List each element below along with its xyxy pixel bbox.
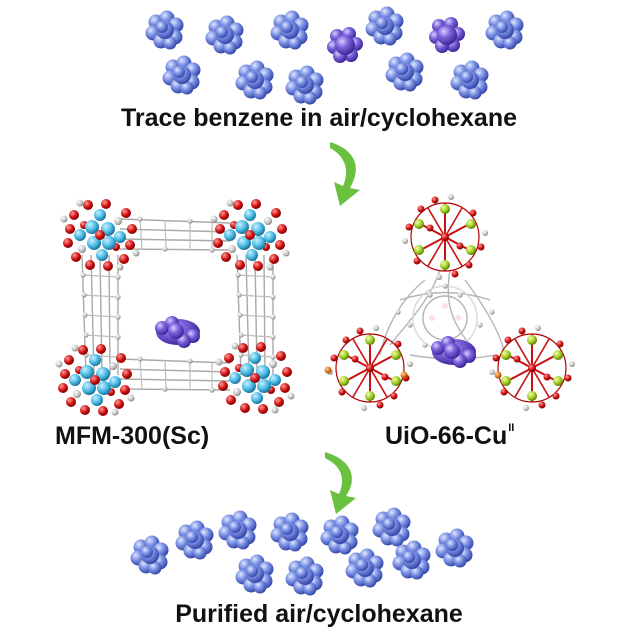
cyclohexane-molecule-icon (162, 55, 201, 95)
uio-66-label-superscript: II (508, 421, 515, 434)
copper-site (400, 371, 408, 379)
scandium-cluster-node (210, 199, 290, 271)
cyclohexane-molecule-icon (385, 52, 424, 92)
cyclohexane-molecule-icon (320, 515, 359, 555)
cyclohexane-molecule-icon (145, 10, 184, 50)
uio-66-label: UiO-66-CuII (385, 422, 514, 451)
zirconium-cluster-node (488, 324, 576, 412)
cyclohexane-molecule-icon (485, 10, 524, 50)
cyclohexane-molecule-icon (235, 554, 274, 594)
zirconium-cluster-node (326, 324, 414, 412)
scandium-cluster-node (215, 342, 295, 414)
mfm-300-label: MFM-300(Sc) (55, 422, 210, 450)
cyclohexane-molecule-icon (218, 510, 257, 550)
curved-arrow-icon (325, 452, 356, 514)
zirconium-cluster-node (401, 193, 489, 281)
cyclohexane-molecule-icon (205, 15, 244, 55)
copper-site (494, 371, 502, 379)
cyclohexane-molecule-icon (365, 6, 404, 46)
cyclohexane-molecule-icon (450, 60, 489, 100)
cyclohexane-molecule-icon (175, 520, 214, 560)
uio-66-label-base: UiO-66-Cu (385, 422, 508, 450)
cyclohexane-molecule-icon (392, 540, 431, 580)
benzene-molecule-icon (431, 336, 476, 368)
cyclohexane-molecule-icon (270, 512, 309, 552)
bottom-molecule-cluster (130, 507, 474, 596)
benzene-molecule-icon (429, 17, 465, 53)
cyclohexane-molecule-icon (372, 507, 411, 547)
cyclohexane-molecule-icon (285, 556, 324, 596)
cyclohexane-molecule-icon (235, 60, 274, 100)
curved-arrow-icon (330, 142, 360, 206)
cyclohexane-molecule-icon (285, 65, 324, 105)
cyclohexane-molecule-icon (345, 548, 384, 588)
scandium-cluster-node (60, 199, 140, 271)
top-molecule-cluster (145, 6, 524, 105)
copper-site (324, 366, 332, 374)
scandium-cluster-node (55, 344, 135, 416)
benzene-molecule-icon (155, 316, 200, 348)
bottom-caption: Purified air/cyclohexane (175, 600, 463, 628)
benzene-molecule-icon (327, 27, 363, 63)
cyclohexane-molecule-icon (130, 535, 169, 575)
cyclohexane-molecule-icon (435, 528, 474, 568)
uio-66-framework (324, 193, 576, 412)
mfm-300-framework (55, 199, 295, 416)
top-caption: Trace benzene in air/cyclohexane (120, 104, 518, 132)
cyclohexane-molecule-icon (270, 10, 309, 50)
